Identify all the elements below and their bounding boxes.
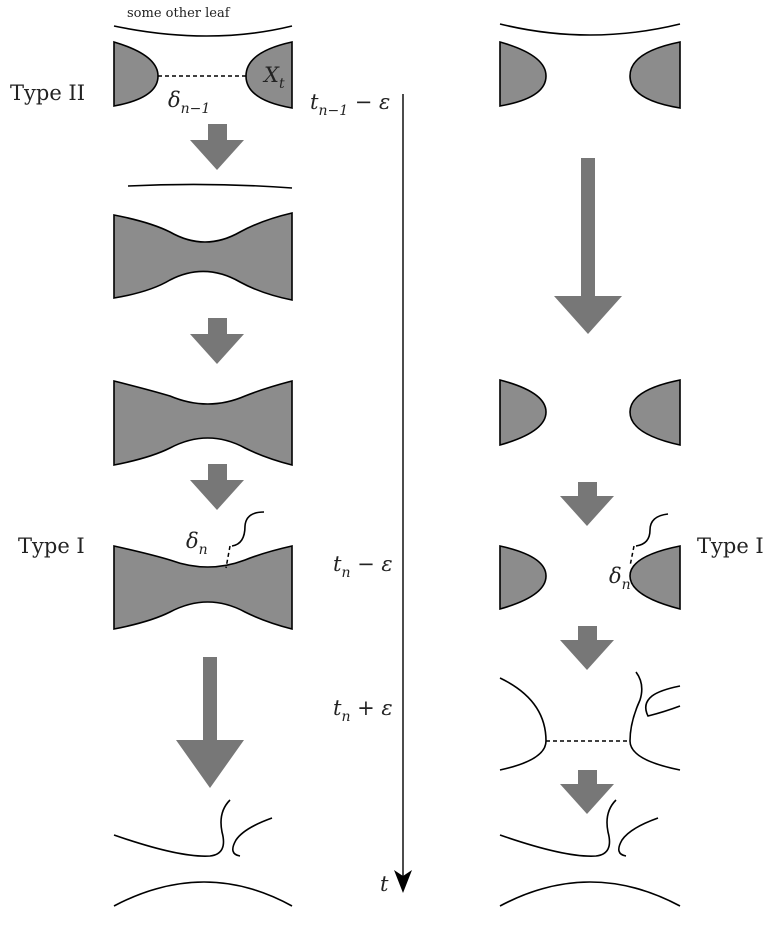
tick-t-n-plus-eps: tn + ε — [333, 696, 393, 725]
other-leaf-curve-right — [499, 23, 681, 36]
left-lobe-2b — [499, 378, 547, 447]
delta-n-label-left: δn — [186, 529, 208, 558]
small-leaf-curve-right — [635, 513, 669, 547]
delta-n-dashed-line-right — [629, 545, 635, 567]
lower-curve-final-left — [113, 881, 293, 907]
down-arrow-left-1 — [190, 124, 244, 170]
down-arrow-left-long — [176, 657, 244, 788]
upper-curve-final-left — [113, 799, 231, 857]
right-lobe-2b — [629, 379, 681, 446]
left-curve-4b — [499, 677, 547, 771]
left-lobe-1a — [113, 40, 159, 107]
down-arrow-right-2 — [560, 482, 614, 526]
lower-curve-final-right — [499, 881, 681, 907]
other-leaf-curve-2 — [127, 183, 293, 189]
tick-t-n-minus-1-minus-eps: tn−1 − ε — [310, 90, 390, 119]
time-axis-arrowhead — [394, 870, 412, 893]
time-axis-label: t — [380, 872, 389, 896]
small-hook-4b — [644, 685, 681, 717]
right-lobe-1a — [245, 41, 293, 109]
type-i-right-label: Type I — [697, 534, 764, 558]
delta-n-label-right: δn — [609, 564, 631, 593]
upper-curve-final-right — [499, 799, 617, 857]
left-lobe-3b — [499, 545, 547, 611]
bridge-2 — [113, 211, 293, 301]
small-hook-final-left — [232, 817, 273, 857]
delta-n-minus-1-label: δn−1 — [168, 88, 210, 117]
type-ii-label: Type II — [10, 81, 85, 105]
small-hook-final-right — [618, 817, 659, 857]
down-arrow-left-2 — [190, 318, 244, 364]
delta-n-dashed-line-left — [225, 545, 231, 569]
small-leaf-curve-left — [231, 511, 265, 547]
right-curve-4b — [629, 671, 681, 771]
bridge-4 — [113, 545, 293, 631]
other-leaf-curve-top — [113, 25, 293, 37]
down-arrow-right-long — [554, 158, 622, 334]
down-arrow-right-3 — [560, 626, 614, 670]
tick-t-n-minus-eps: tn − ε — [333, 552, 393, 581]
bridge-3 — [113, 379, 293, 467]
right-lobe-1b — [629, 41, 681, 109]
down-arrow-right-4 — [560, 770, 614, 814]
type-i-left-label: Type I — [18, 534, 85, 558]
right-lobe-3b — [629, 545, 681, 611]
left-lobe-1b — [499, 40, 547, 107]
x-t-label: Xt — [262, 63, 285, 92]
down-arrow-left-3 — [190, 464, 244, 510]
other-leaf-label: some other leaf — [127, 6, 231, 21]
